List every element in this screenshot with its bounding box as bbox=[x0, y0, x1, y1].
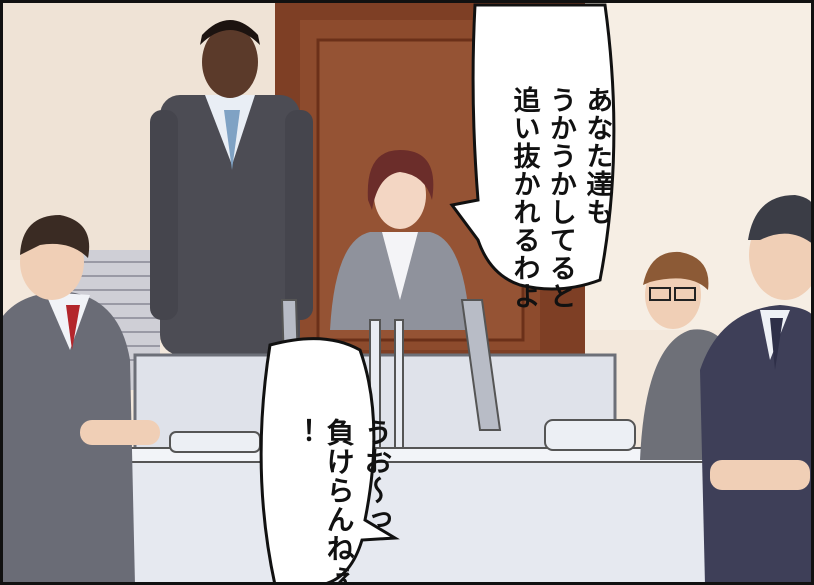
speech-2-line-2: 負けらんねぇ bbox=[322, 418, 356, 585]
right-foreground-man-figure bbox=[700, 195, 814, 585]
speech-text-1: あなた達も うかうかしてると 追い抜かれるわよ bbox=[505, 22, 651, 310]
speech-bubble-2 bbox=[259, 337, 400, 585]
speech-1-line-3: 追い抜かれるわよ bbox=[508, 86, 540, 310]
speech-1-line-2: うかうかしてると bbox=[544, 86, 576, 310]
left-seated-man-figure bbox=[0, 215, 160, 585]
standing-man-figure bbox=[150, 20, 313, 355]
woman-figure bbox=[330, 150, 470, 330]
speech-2-line-3: ！ bbox=[284, 418, 318, 447]
speech-2-line-1: うお〜っ bbox=[360, 418, 394, 534]
speech-1-line-1: あなた達も bbox=[581, 86, 613, 226]
speech-bubble-1 bbox=[449, 3, 616, 291]
speech-text-2: うお〜っ 負けらんねぇ ！ bbox=[282, 350, 433, 585]
